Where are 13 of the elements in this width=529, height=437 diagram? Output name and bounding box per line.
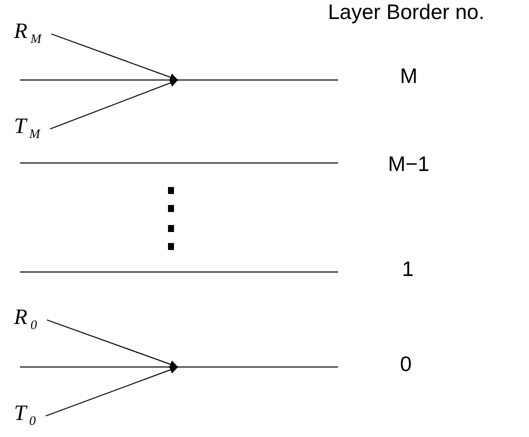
column-heading: Layer Border no. — [328, 2, 484, 23]
arrow — [45, 366, 178, 416]
arrow — [50, 79, 178, 130]
symbol-label: R$_{M}$ — [14, 20, 42, 46]
arrow — [46, 319, 178, 368]
symbol-label: T$_{M}$ — [14, 115, 40, 140]
layer-number: M−1 — [388, 154, 430, 175]
symbol-label: R$_{0}$ — [14, 306, 37, 332]
layer-number: 0 — [400, 354, 412, 375]
arrow — [50, 33, 178, 82]
symbol-label: T$_{0}$ — [14, 402, 36, 428]
layer-number: 1 — [402, 259, 414, 280]
layer-number: M — [400, 66, 418, 87]
